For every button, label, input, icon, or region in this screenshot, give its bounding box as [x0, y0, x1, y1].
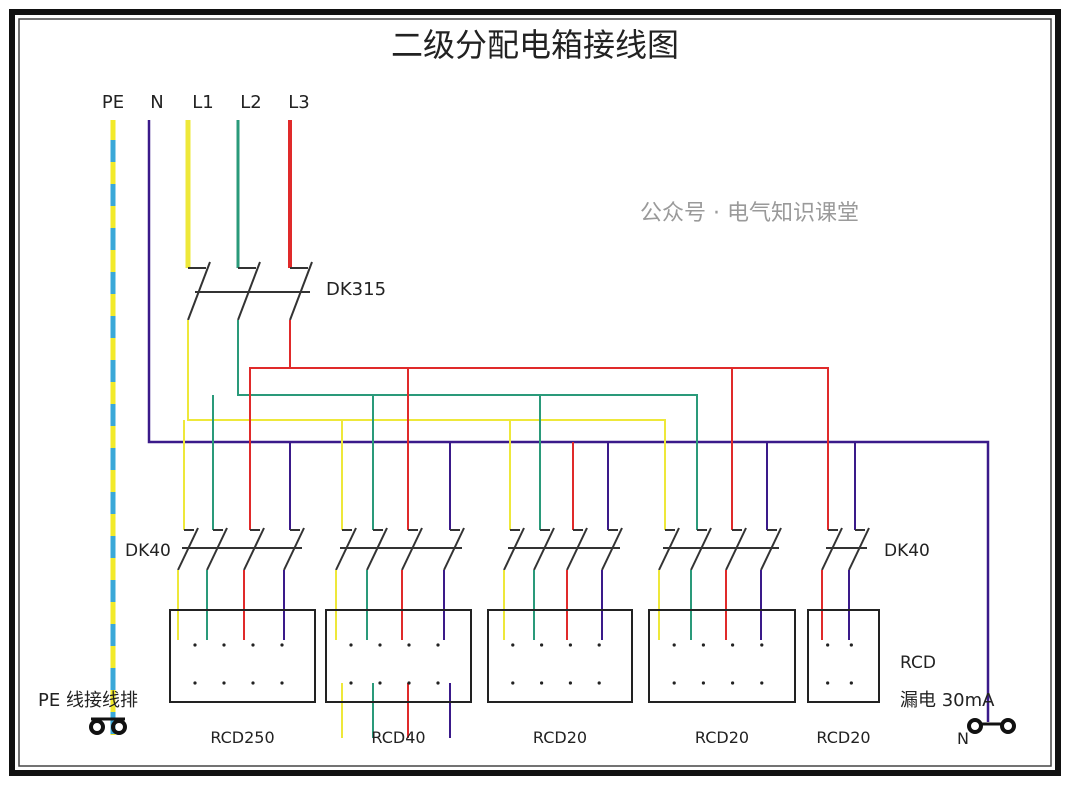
terminal-dot [193, 643, 197, 647]
l1-bus [187, 320, 666, 530]
rcd-unit: RCD20 [648, 609, 796, 747]
terminal-dot [251, 681, 255, 685]
terminal-dot [407, 681, 411, 685]
terminal-dot [701, 681, 706, 685]
terminal-dot [349, 643, 353, 647]
rcd-unit: RCD40 [325, 609, 472, 747]
outer-frame [9, 9, 1061, 776]
terminal-dot [568, 681, 573, 685]
terminal-dot [407, 643, 411, 647]
rcd-box [169, 609, 316, 703]
rcd-box [807, 609, 880, 703]
terminal-dot [760, 681, 764, 685]
wires [110, 120, 990, 738]
terminal-dot [849, 643, 853, 647]
terminal-dot [701, 643, 706, 647]
terminal-dot [597, 643, 601, 647]
terminal-dot [760, 643, 764, 647]
terminal-dot [731, 681, 735, 685]
pe-bar-label: PE 线接线排 [38, 690, 138, 711]
label-n: N [150, 92, 163, 113]
rcd-unit: RCD250 [169, 609, 316, 747]
n-bottom-label: N [957, 729, 969, 748]
label-pe: PE [102, 92, 124, 113]
rcd-unit-label: RCD20 [533, 728, 587, 747]
inner-frame [18, 18, 1052, 767]
terminal-dot [511, 681, 515, 685]
pe-terminal-icon [89, 717, 127, 735]
terminal-dot [540, 681, 544, 685]
terminal-dot [349, 681, 353, 685]
rcd-unit-label: RCD40 [371, 728, 425, 747]
terminal-dot [378, 643, 382, 647]
leakage-label: 漏电 30mA [900, 690, 995, 711]
rcd-box [648, 609, 796, 703]
terminal-dot [568, 643, 573, 647]
label-l1: L1 [192, 92, 213, 113]
terminal-dot [540, 643, 544, 647]
terminal-dot [436, 681, 440, 685]
l2-bus [237, 320, 698, 530]
rcd-box [487, 609, 633, 703]
branch-switch-label-right: DK40 [884, 541, 930, 561]
rcd-unit-label: RCD250 [210, 728, 274, 747]
terminal-dot [222, 681, 226, 685]
rcd-unit: RCD20 [487, 609, 633, 747]
watermark: 公众号 · 电气知识课堂 [640, 201, 859, 226]
terminal-dot [511, 643, 515, 647]
terminal-dot [826, 681, 830, 685]
terminal-dot [193, 681, 197, 685]
n-terminal-icon [967, 718, 1016, 734]
terminal-dot [672, 681, 676, 685]
terminal-dot [436, 643, 440, 647]
branch-switch-label-left: DK40 [125, 541, 171, 561]
terminal-dot [280, 681, 284, 685]
rcd-unit-label: RCD20 [695, 728, 749, 747]
terminal-dot [826, 643, 830, 647]
terminal-dot [597, 681, 601, 685]
rcd-unit-label: RCD20 [816, 728, 870, 747]
label-l3: L3 [288, 92, 309, 113]
rcd-unit: RCD20 [807, 609, 880, 747]
label-l2: L2 [240, 92, 261, 113]
terminal-dot [251, 643, 255, 647]
diagram-title: 二级分配电箱接线图 [391, 26, 679, 64]
terminal-dot [849, 681, 853, 685]
terminal-dot [672, 643, 676, 647]
rcd-box [325, 609, 472, 703]
terminal-dot [280, 643, 284, 647]
neutral-conductor [147, 120, 990, 722]
main-switch-label: DK315 [326, 279, 386, 300]
terminal-dot [378, 681, 382, 685]
rcd-label: RCD [900, 653, 936, 673]
terminal-dot [731, 643, 735, 647]
terminal-dot [222, 643, 226, 647]
